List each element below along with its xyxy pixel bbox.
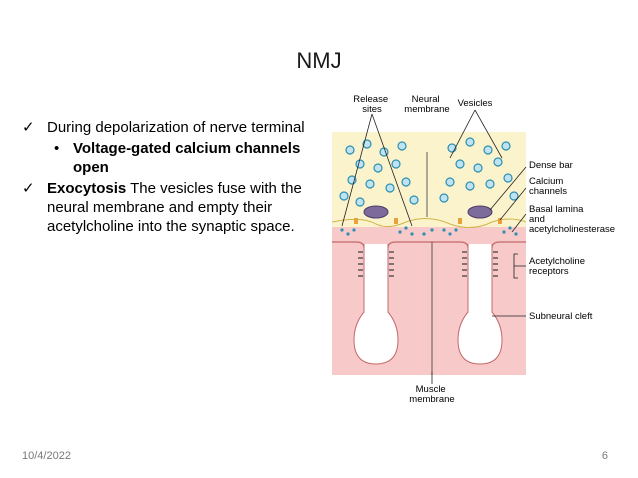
acetylcholine-receptors [358,251,498,277]
nmj-diagram: Release sites Neural membrane Vesicles D… [332,94,615,405]
bullet-dot-icon: • [54,140,60,157]
label-leader-lines [341,109,527,384]
bullet-list: ✓ During depolarization of nerve termina… [20,118,320,238]
label-dense-bar: Dense bar [529,160,573,171]
bullet-item-depolarization: ✓ During depolarization of nerve termina… [20,118,320,137]
bullet-text: The vesicles fuse with the neural membra… [47,180,302,235]
label-calcium-channels: Calcium channels [529,176,567,197]
checkmark-icon: ✓ [22,180,35,197]
label-release-sites: Release sites [353,94,391,115]
label-vesicles: Vesicles [458,98,493,109]
slide-title: NMJ [296,48,342,73]
label-ach-receptors: Acetylcholine receptors [529,256,588,277]
footer-date: 10/4/2022 [22,450,71,462]
dense-bar-right [467,205,493,219]
sub-bullet-calcium: • Voltage-gated calcium channels open [20,139,320,177]
subneural-cleft-left [353,244,399,365]
label-basal-lamina: Basal lamina and acetylcholinesterase [529,204,615,235]
neural-membrane-edge [332,218,527,228]
bullet-bold-term: Exocytosis [47,180,127,197]
label-muscle-membrane: Muscle membrane [409,384,454,405]
sub-bullet-text: Voltage-gated calcium channels open [73,140,301,176]
nerve-terminal [332,132,526,230]
bullet-text: During depolarization of nerve terminal [47,119,305,136]
calcium-channels [354,218,502,224]
dense-bar-left [363,205,389,219]
muscle-membrane-outline [332,241,526,249]
label-neural-membrane: Neural membrane [404,94,449,115]
vesicle-cluster-right [439,137,519,203]
vesicle-cluster-left [339,139,419,207]
subneural-cleft-right [457,244,503,365]
label-subneural-cleft: Subneural cleft [529,311,593,322]
checkmark-icon: ✓ [22,119,35,136]
released-acetylcholine [340,226,518,236]
bullet-item-exocytosis: ✓ Exocytosis The vesicles fuse with the … [20,179,320,236]
page-number: 6 [601,450,608,462]
